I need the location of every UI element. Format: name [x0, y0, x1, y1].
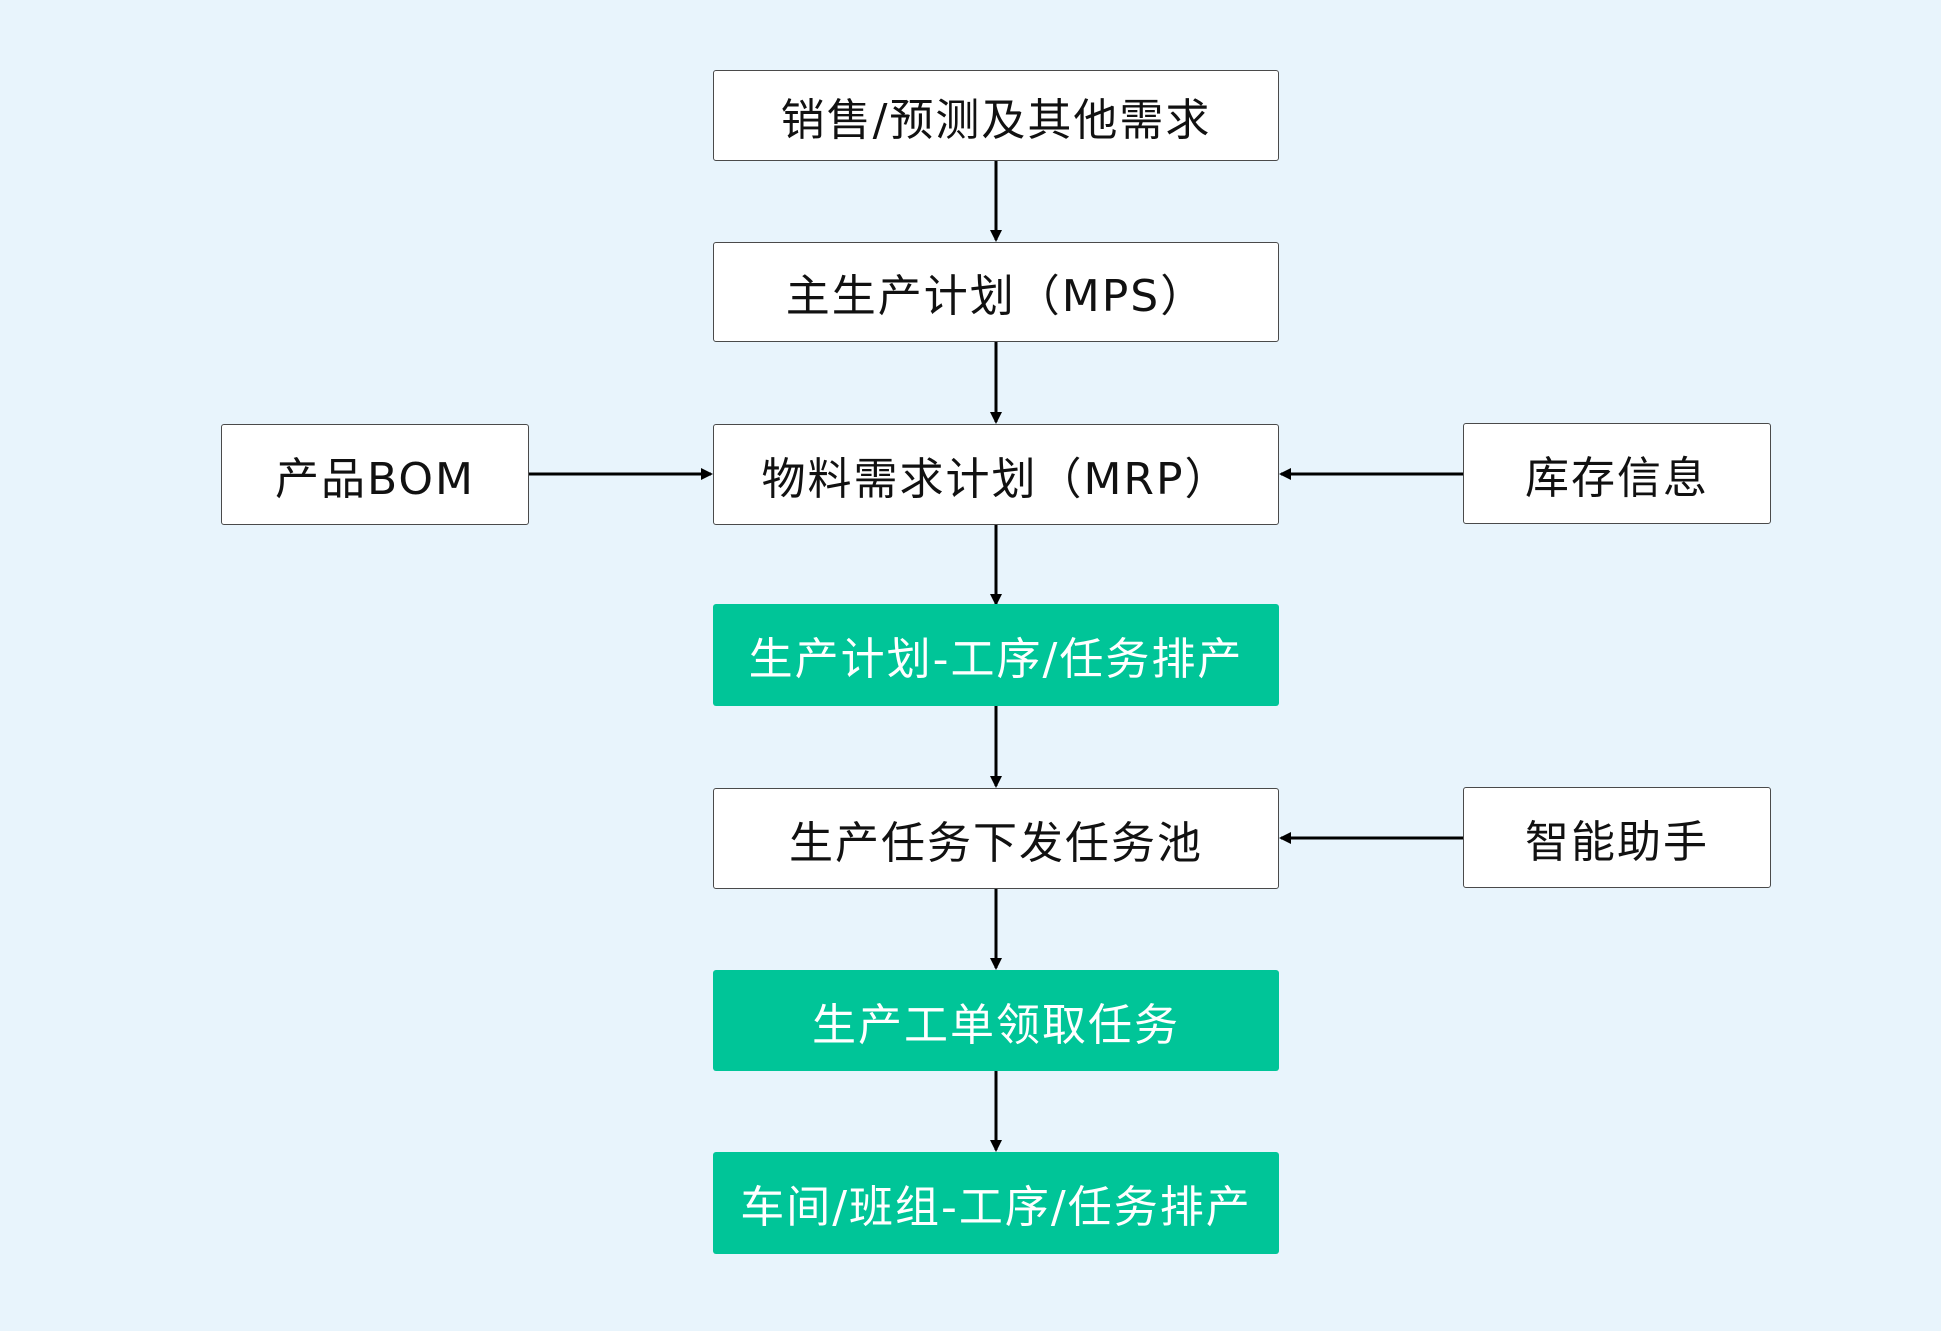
node-workshop-schedule-label: 车间/班组-工序/任务排产: [740, 1182, 1252, 1233]
node-production-schedule-label: 生产计划-工序/任务排产: [748, 634, 1244, 685]
node-task-pool-label: 生产任务下发任务池: [789, 817, 1203, 869]
node-production-schedule: 生产计划-工序/任务排产: [713, 604, 1279, 706]
node-mrp-label: 物料需求计划（MRP）: [761, 453, 1231, 505]
node-mps: 主生产计划（MPS）: [713, 242, 1279, 342]
node-mps-label: 主生产计划（MPS）: [785, 271, 1207, 322]
node-product-bom: 产品BOM: [221, 424, 529, 525]
node-mrp: 物料需求计划（MRP）: [713, 424, 1279, 525]
node-inventory-label: 库存信息: [1525, 452, 1709, 504]
node-smart-assistant-label: 智能助手: [1525, 816, 1709, 868]
node-product-bom-label: 产品BOM: [274, 453, 475, 505]
node-smart-assistant: 智能助手: [1463, 787, 1771, 888]
node-inventory: 库存信息: [1463, 423, 1771, 524]
node-sales-forecast-label: 销售/预测及其他需求: [780, 94, 1212, 146]
node-task-pool: 生产任务下发任务池: [713, 788, 1279, 889]
node-work-order: 生产工单领取任务: [713, 970, 1279, 1071]
node-sales-forecast: 销售/预测及其他需求: [713, 70, 1279, 161]
node-workshop-schedule: 车间/班组-工序/任务排产: [713, 1152, 1279, 1254]
node-work-order-label: 生产工单领取任务: [812, 999, 1180, 1051]
